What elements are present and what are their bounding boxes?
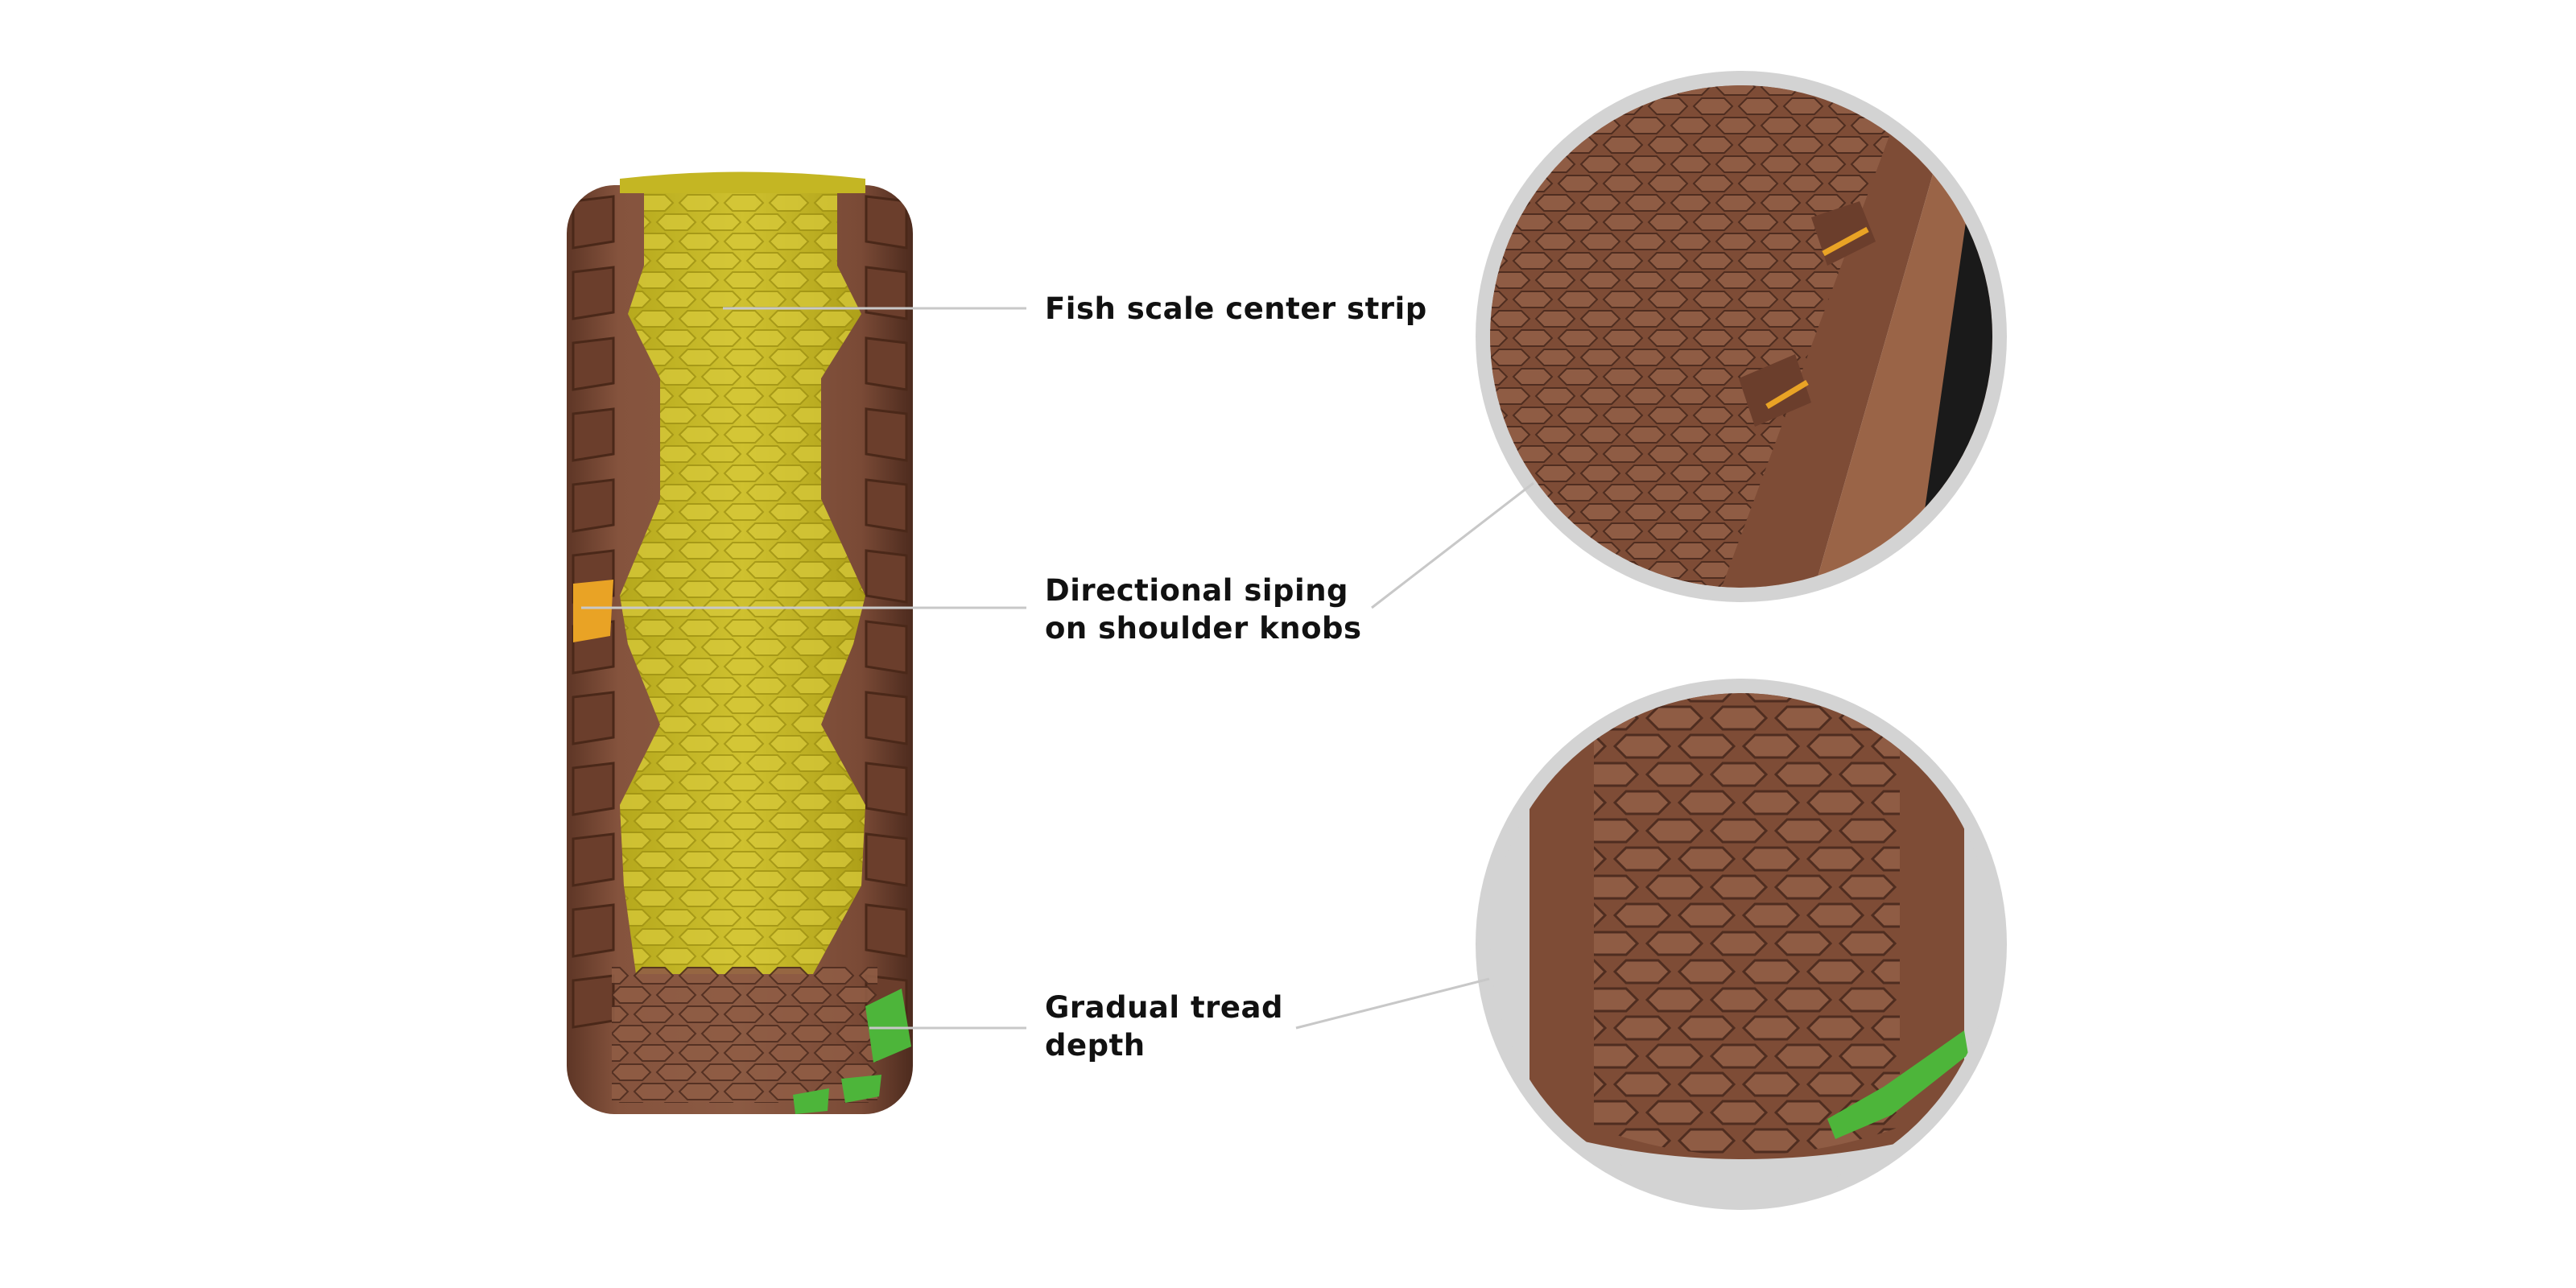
shoulder-knob	[572, 762, 615, 816]
leader-lines	[581, 307, 1534, 1030]
shoulder-knob	[865, 620, 908, 675]
shoulder-knob	[572, 195, 615, 250]
shoulder-knob	[572, 691, 615, 745]
tire-illustration	[567, 171, 913, 1114]
shoulder-knob	[865, 832, 908, 887]
siping-highlight-knob	[573, 580, 613, 642]
shoulder-knob	[572, 478, 615, 533]
shoulder-knob	[572, 407, 615, 462]
shoulder-knob	[865, 336, 908, 391]
callout-text: depth	[1045, 1028, 1146, 1063]
detail-view-siping	[1476, 71, 2007, 602]
shoulder-knob	[865, 691, 908, 745]
shoulder-knob	[865, 478, 908, 533]
callout-siping: Directional siping on shoulder knobs	[1045, 572, 1362, 647]
shoulder-knob	[865, 549, 908, 604]
shoulder-knob	[865, 903, 908, 958]
shoulder-knob	[572, 336, 615, 391]
shoulder-knob	[865, 762, 908, 816]
shoulder-knobs	[572, 195, 908, 1029]
depth-highlight-knob	[865, 989, 911, 1063]
callout-text: Fish scale center strip	[1045, 291, 1427, 326]
leader-line-siping-detail	[1371, 481, 1534, 609]
detail-view-tread-depth	[1476, 679, 2007, 1210]
shoulder-knob	[572, 903, 615, 958]
callout-tread-depth: Gradual tread depth	[1045, 989, 1283, 1064]
callout-text: Gradual tread	[1045, 990, 1283, 1025]
shoulder-knob	[572, 266, 615, 320]
callout-text: on shoulder knobs	[1045, 611, 1362, 646]
shoulder-knob	[865, 407, 908, 462]
leader-line-tread-depth-detail	[1295, 977, 1490, 1030]
callout-fish-scale: Fish scale center strip	[1045, 290, 1427, 328]
shoulder-knob	[865, 195, 908, 250]
shoulder-knob	[572, 832, 615, 887]
shoulder-knob	[572, 974, 615, 1029]
callout-text: Directional siping	[1045, 573, 1349, 608]
shoulder-knob	[865, 266, 908, 320]
